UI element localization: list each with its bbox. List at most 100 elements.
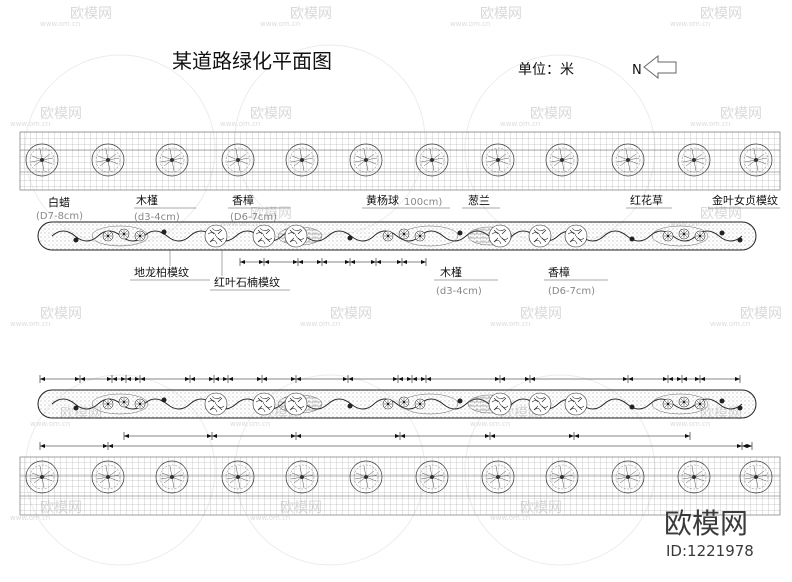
brand-id: ID:1221978 [666, 542, 754, 560]
dimension-arrow [747, 444, 752, 448]
ball-shrub-dot [73, 237, 79, 243]
ball-shrub-dot [719, 230, 725, 236]
dimension-arrow [737, 444, 742, 448]
ball-shrub-dot [347, 235, 353, 241]
ball-shrub-dot [161, 397, 167, 403]
flower-icon [118, 228, 130, 240]
flower-icon [694, 230, 706, 242]
flower-icon [678, 228, 690, 240]
flower-icon [102, 230, 114, 242]
ball-shrub-dot [629, 236, 635, 242]
label-conglan: 葱兰 [468, 194, 490, 207]
shrub-icon [564, 224, 588, 248]
dimension-arrow [677, 377, 682, 381]
watermark-brand: 欧模网 [530, 106, 572, 122]
dimension-arrow [742, 444, 747, 448]
flower-icon [678, 396, 690, 408]
lower-dimension-line-bottom [123, 432, 691, 440]
ball-shrub-dot [457, 398, 463, 404]
ball-shrub-dot [161, 229, 167, 235]
dimension-arrow [700, 377, 705, 381]
watermark-url: www.om.cn [670, 20, 710, 28]
label-mujin-bottom: 木槿 [440, 266, 462, 279]
dimension-arrow [291, 434, 296, 438]
label-baila: 白蜡 [48, 195, 70, 209]
watermark-url: www.om.cn [220, 120, 260, 128]
dimension-arrow [214, 377, 219, 381]
watermark-url: www.om.cn [250, 514, 290, 522]
watermark-url: www.om.cn [10, 320, 50, 328]
shrub-icon [528, 392, 552, 416]
dimension-arrow [495, 377, 500, 381]
dimension-arrow [574, 434, 579, 438]
drawing-title: 某道路绿化平面图 [172, 49, 332, 73]
shrub-icon [528, 224, 552, 248]
shrub-icon [488, 392, 512, 416]
pattern-bed [91, 393, 149, 415]
dimension-arrow [400, 434, 405, 438]
flower-icon [414, 230, 426, 242]
spec-xiangzhang-bottom: (D6-7cm) [548, 286, 595, 297]
dimension-arrow [398, 377, 403, 381]
shrub-icon [284, 392, 308, 416]
watermark-url: www.om.cn [470, 420, 510, 428]
upper-dimension-line [239, 258, 427, 266]
pattern-bed [91, 225, 149, 247]
label-xiangzhang-bottom: 香樟 [548, 265, 570, 279]
dimension-arrow [421, 377, 426, 381]
dimension-arrow [345, 260, 350, 264]
north-arrow-icon: N [632, 54, 677, 80]
dimension-arrow [426, 377, 431, 381]
shrub-icon [284, 224, 308, 248]
dimension-arrow [240, 260, 245, 264]
spec-mujin-top: (d3-4cm) [134, 212, 180, 223]
flower-icon [118, 396, 130, 408]
watermark-brand: 欧模网 [740, 306, 782, 322]
watermark-url: www.om.cn [260, 20, 300, 28]
watermark-url: www.om.cn [450, 20, 490, 28]
label-honghuacao: 红花草 [630, 194, 663, 207]
flower-icon [398, 228, 410, 240]
dimension-arrow [500, 377, 505, 381]
flower-icon [398, 396, 410, 408]
dimension-arrow [212, 434, 217, 438]
spec-baila: (D7-8cm) [36, 211, 83, 222]
shrub-icon [252, 392, 276, 416]
dimension-arrow [80, 377, 85, 381]
spec-mujin-bottom: (d3-4cm) [436, 286, 482, 297]
flower-icon [662, 398, 674, 410]
label-xiangzhang-top: 香樟 [232, 193, 254, 207]
brand-watermark: 欧模网 ID:1221978 [664, 507, 754, 560]
ball-shrub-dot [457, 230, 463, 236]
watermark-brand: 欧模网 [250, 106, 292, 122]
watermark-url: www.om.cn [30, 420, 70, 428]
north-label: N [632, 63, 642, 78]
dimension-arrow [395, 434, 400, 438]
dimension-arrow [296, 434, 301, 438]
dimension-arrow [75, 377, 80, 381]
dimension-arrow [490, 434, 495, 438]
watermark-url: www.om.cn [10, 120, 50, 128]
dimension-arrow [107, 377, 112, 381]
watermark-url: www.om.cn [40, 20, 80, 28]
label-huangyang: 黄杨球 [366, 193, 399, 207]
dimension-arrow [407, 377, 412, 381]
dimension-arrow [209, 377, 214, 381]
ball-shrub-dot [73, 405, 79, 411]
shrub-icon [204, 224, 228, 248]
dimension-arrow [393, 377, 398, 381]
dimension-arrow [317, 260, 322, 264]
watermark-brand: 欧模网 [330, 306, 372, 322]
dimension-arrow [668, 377, 673, 381]
watermark-url: www.om.cn [690, 120, 730, 128]
label-mujin-top: 木槿 [136, 194, 158, 207]
lower-median-strip [37, 389, 757, 419]
watermark-url: www.om.cn [500, 120, 540, 128]
dimension-arrow [663, 377, 668, 381]
label-hongyeshinan: 红叶石楠模纹 [214, 275, 280, 289]
shrub-icon [204, 392, 228, 416]
spec-xiangzhang-top: (D6-7cm) [230, 212, 277, 223]
dimension-arrow [322, 260, 327, 264]
dimension-arrow [371, 260, 376, 264]
